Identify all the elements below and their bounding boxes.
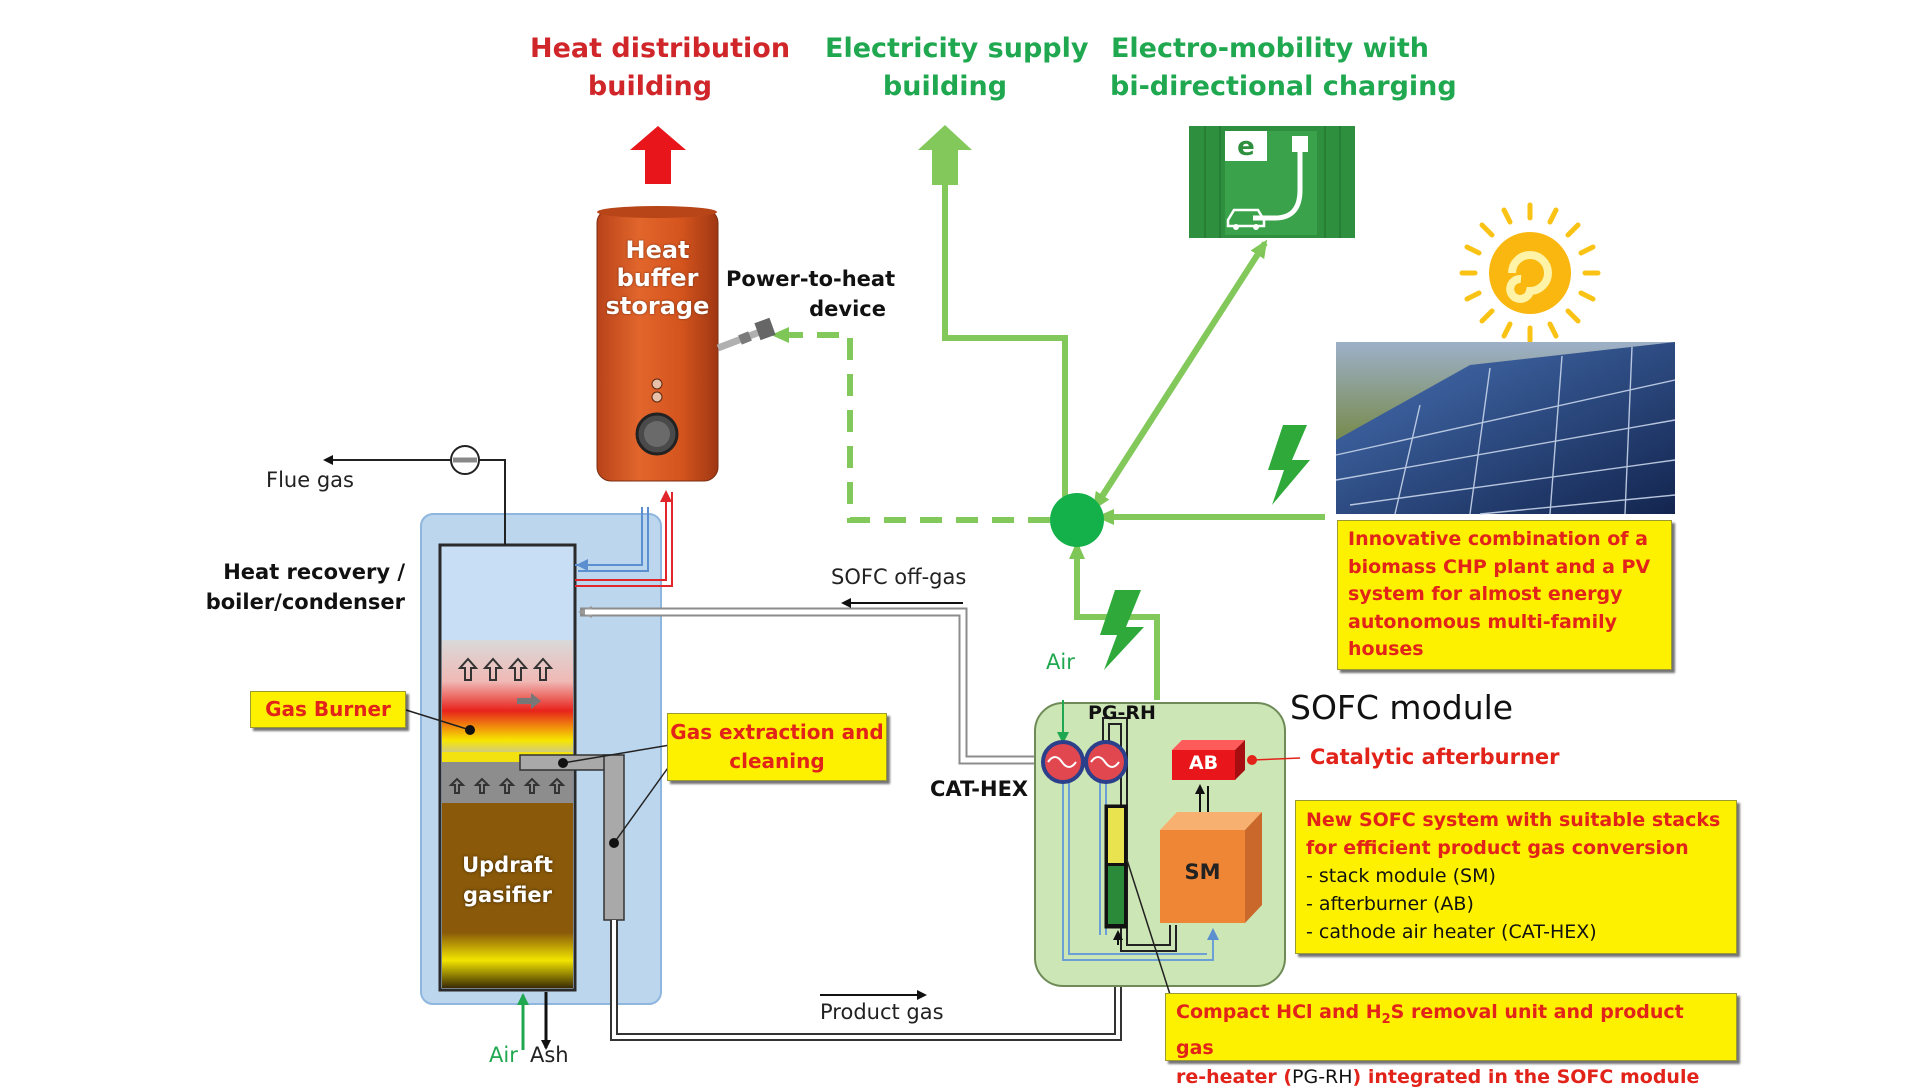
heat-distribution-title: Heat distribution building xyxy=(530,30,791,106)
ab-label: AB xyxy=(1188,752,1219,774)
hcl-removal-box: Compact HCl and H2S removal unit and pro… xyxy=(1165,993,1737,1088)
heat-exchanger-icon xyxy=(1041,740,1085,784)
ev-to-node-line xyxy=(1092,241,1268,511)
sofc-module-title: SOFC module xyxy=(1290,688,1514,727)
heat-recovery-label: Heat recovery / boiler/condenser xyxy=(205,557,405,617)
label-line: Power-to-heat xyxy=(726,267,896,291)
right-arrow-icon xyxy=(517,693,541,709)
cathode-air-line xyxy=(1062,780,1219,961)
gas-extraction-box: Gas extraction and cleaning xyxy=(667,713,887,781)
heat-buffer-label: Heat buffer storage xyxy=(597,236,718,320)
sofc-air-label: Air xyxy=(1046,650,1075,674)
tank-line: storage xyxy=(605,292,710,320)
gasifier-label: Updraft gasifier xyxy=(442,850,573,910)
afterburner-callout xyxy=(1251,757,1301,761)
stack-module-box xyxy=(1160,812,1262,923)
heat-up-arrow-icon xyxy=(630,126,686,184)
fan-icon xyxy=(450,445,480,475)
flue-gas-label: Flue gas xyxy=(266,468,354,492)
title-line: building xyxy=(587,71,713,102)
pg-rh-inline: PG-RH xyxy=(1292,1065,1353,1088)
gas-burner-box: Gas Burner xyxy=(250,691,406,728)
box-line: system for almost energy xyxy=(1348,583,1623,605)
gasifier-line: Updraft xyxy=(462,853,553,877)
box-list-item: - cathode air heater (CAT-HEX) xyxy=(1306,921,1597,943)
electric-node xyxy=(1050,493,1104,547)
hcl-box-line-1: Compact HCl and H2S removal unit and pro… xyxy=(1176,998,1726,1063)
box-line: autonomous multi-family xyxy=(1348,610,1617,633)
box-line: cleaning xyxy=(729,749,825,773)
label-line: device xyxy=(809,297,886,321)
gasifier-bed xyxy=(442,803,573,988)
box-line: biomass CHP plant and a PV xyxy=(1348,555,1651,578)
hcl-text: re-heater ( xyxy=(1176,1065,1293,1088)
sun-icon xyxy=(1459,202,1601,344)
label-line: Heat recovery / xyxy=(223,560,405,584)
power-to-heat-rod-icon xyxy=(716,317,776,352)
lightning-icon xyxy=(1100,590,1144,670)
title-line: Heat distribution xyxy=(530,33,791,64)
subscript-2: 2 xyxy=(1381,1011,1391,1027)
electricity-supply-title: Electricity supply building xyxy=(825,30,1089,106)
gas-extraction-callout xyxy=(562,744,671,844)
charger-letter: e xyxy=(1237,132,1255,162)
heat-exchanger-icon xyxy=(1084,740,1128,784)
innovative-combination-box: Innovative combination of a biomass CHP … xyxy=(1337,520,1672,670)
label-line: boiler/condenser xyxy=(205,590,405,614)
sm-label: SM xyxy=(1184,860,1221,884)
hcl-box-line-2: re-heater (PG-RH) integrated in the SOFC… xyxy=(1176,1063,1726,1092)
box-list-item: - afterburner (AB) xyxy=(1306,893,1474,915)
lightning-icon xyxy=(1268,425,1310,505)
hcl-text: S removal unit and product gas xyxy=(1176,1001,1684,1059)
cat-hex-label: CAT-HEX xyxy=(930,777,1029,801)
gas-burner-callout xyxy=(405,709,471,731)
ash-label: Ash xyxy=(530,1043,569,1067)
red-supply-pipe xyxy=(575,490,672,581)
title-line: Electro-mobility with xyxy=(1110,33,1429,64)
node-to-building-line xyxy=(937,144,1068,497)
sofc-system-box: New SOFC system with suitable stacks for… xyxy=(1295,800,1737,954)
removal-unit-callout xyxy=(1126,859,1176,1011)
gasifier-line: gasifier xyxy=(462,883,553,907)
box-line: Innovative combination of a xyxy=(1348,528,1648,550)
product-gas-label: Product gas xyxy=(820,1000,944,1024)
power-to-heat-label: Power-to-heat device xyxy=(726,264,896,324)
pg-rh-label: PG-RH xyxy=(1088,702,1156,724)
hcl-text: ) integrated in the SOFC module xyxy=(1352,1065,1700,1088)
sofc-offgas-label: SOFC off-gas xyxy=(831,565,967,589)
title-line: Electricity supply xyxy=(825,33,1089,64)
air-bottom-label: Air xyxy=(489,1043,518,1067)
electricity-up-arrow-icon xyxy=(918,125,972,185)
box-line: houses xyxy=(1348,638,1424,660)
ev-charger-icon: e xyxy=(1189,126,1355,238)
afterburner-box xyxy=(1172,740,1245,780)
title-line: bi-directional charging xyxy=(1110,71,1457,102)
burner-zone xyxy=(442,640,573,758)
hcl-text: Compact HCl and H xyxy=(1176,1001,1382,1023)
solar-panel-image xyxy=(1335,342,1676,515)
up-arrows xyxy=(448,657,566,794)
catalytic-afterburner-label: Catalytic afterburner xyxy=(1310,745,1560,769)
box-list-item: - stack module (SM) xyxy=(1306,865,1496,887)
power-to-heat-line xyxy=(771,327,1050,523)
box-line: Gas extraction and xyxy=(670,720,884,744)
tank-line: Heat xyxy=(625,236,690,264)
box-heading-line: New SOFC system with suitable stacks xyxy=(1306,809,1721,831)
box-heading-line: for efficient product gas conversion xyxy=(1306,837,1689,859)
title-line: building xyxy=(882,71,1008,102)
electro-mobility-title: Electro-mobility with bi-directional cha… xyxy=(1110,30,1457,106)
tank-line: buffer xyxy=(616,264,699,292)
